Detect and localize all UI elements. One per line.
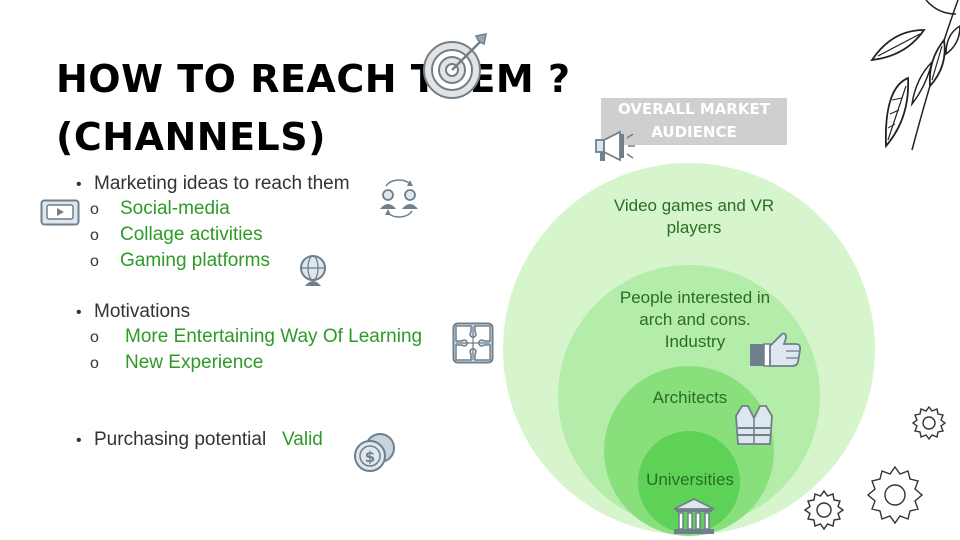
marketing-bullet: •Marketing ideas to reach them — [76, 173, 350, 194]
leaves-icon — [870, 0, 960, 151]
megaphone-icon — [595, 130, 635, 162]
coins-icon: $ — [354, 433, 395, 472]
title-line-1: How to reach them ? — [56, 57, 571, 101]
people-swap-icon — [380, 179, 418, 218]
gear-icon — [911, 405, 947, 441]
thumbs-up-icon — [750, 332, 802, 367]
label-arch-industry: People interested in arch and cons. Indu… — [619, 288, 771, 351]
ring-universities — [638, 431, 740, 533]
title-line-2: (Channels) — [56, 115, 326, 159]
target-icon — [423, 33, 487, 99]
globe-user-icon — [300, 255, 326, 286]
svg-text:$: $ — [365, 448, 375, 466]
motivations-bullet: •Motivations — [76, 301, 191, 322]
page-title: How to reach them ? (Channels) — [56, 50, 571, 166]
gear-icon — [866, 465, 924, 525]
university-icon — [673, 497, 715, 534]
label-universities: Universities — [646, 470, 734, 489]
audience-title: Overall Market Audience — [601, 98, 787, 145]
purchasing-value: Valid — [282, 429, 323, 450]
label-video-games: Video games and VR players — [613, 196, 775, 237]
video-icon — [40, 199, 80, 226]
puzzle-icon — [452, 322, 494, 364]
label-architects: Architects — [652, 388, 728, 407]
gear-icon — [803, 489, 845, 531]
vest-icon — [735, 405, 773, 445]
purchasing-bullet: •Purchasing potential Valid — [76, 429, 323, 450]
